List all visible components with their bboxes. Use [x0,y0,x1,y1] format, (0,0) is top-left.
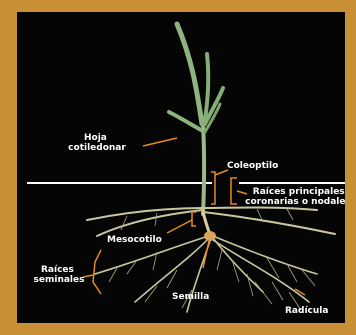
label-raices-principales-line2: coronarias o nodales [245,197,345,207]
label-hoja-line2: cotiledonar [68,143,126,153]
leaf-right-tall [205,54,208,120]
label-raices-seminales-line2: seminales [34,275,85,285]
mesocotyl [203,212,209,232]
label-mesocotilo: Mesocotilo [107,235,162,245]
label-raices-principales-line1: Raíces principales, [253,187,345,197]
label-semilla: Semilla [172,292,209,302]
label-raices-seminales: Raíces seminales [34,265,85,285]
diagram-panel: Hoja cotiledonar Coleoptilo Raíces princ… [17,12,345,323]
stem [203,124,204,214]
seedling-diagram: Hoja cotiledonar Coleoptilo Raíces princ… [17,12,345,323]
label-raices-principales: Raíces principales, coronarias o nodales [245,187,345,207]
leaf-cotyledon [169,112,201,130]
label-hoja-cotiledonar: Hoja cotiledonar [68,133,126,153]
label-radicula: Radícula [285,306,328,316]
label-hoja-line1: Hoja [84,133,107,143]
label-raices-seminales-line1: Raíces [41,265,74,275]
seed [204,231,216,241]
label-coleoptilo: Coleoptilo [227,161,278,171]
leaf-main [177,24,202,124]
